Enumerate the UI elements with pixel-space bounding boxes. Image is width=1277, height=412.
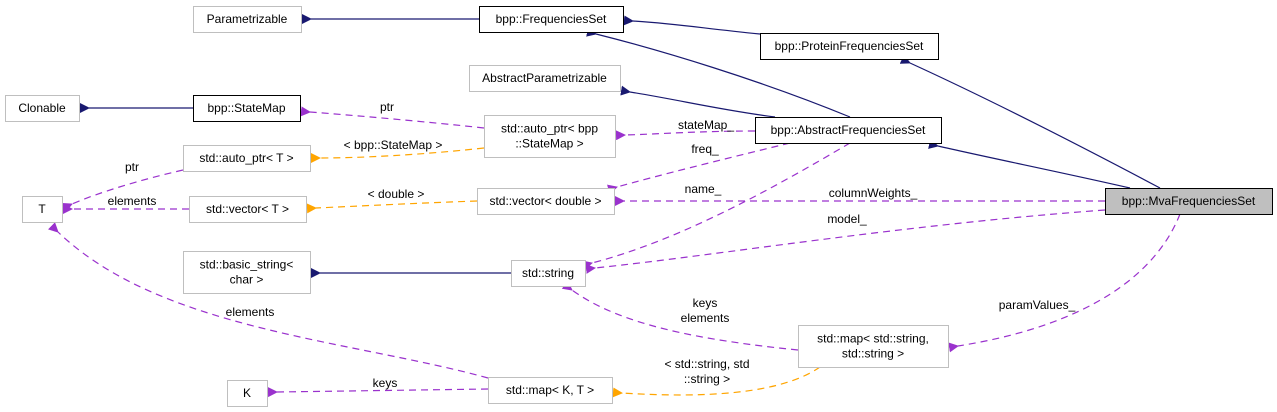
node-label: AbstractParametrizable (482, 71, 607, 85)
edge-label: stateMap_ (678, 118, 734, 132)
edge-map_kt-to-t (48, 222, 489, 379)
node-frequenciesset[interactable]: bpp::FrequenciesSet (479, 6, 624, 33)
node-box[interactable] (484, 115, 616, 158)
edge-mvafrequenciesset-to-abstractfrequenciesset (928, 139, 1131, 189)
node-box[interactable] (193, 95, 301, 122)
edge-label: name_ (685, 182, 722, 196)
node-box[interactable] (488, 377, 613, 404)
node-label: bpp::MvaFrequenciesSet (1122, 194, 1256, 208)
edge-label: ptr (125, 160, 139, 174)
node-label: std::vector< double > (489, 194, 601, 208)
node-abstractfrequenciesset[interactable]: bpp::AbstractFrequenciesSet (755, 117, 942, 144)
edge-map_string-to-map_kt (612, 366, 821, 398)
node-box[interactable] (469, 65, 621, 92)
edge-label: paramValues_ (999, 298, 1076, 312)
node-box[interactable] (755, 117, 942, 144)
node-k[interactable]: K (227, 380, 268, 407)
node-t[interactable]: T (22, 196, 63, 223)
edge-label: elements (108, 194, 157, 208)
node-autoptr_statemap[interactable]: std::auto_ptr< bpp::StateMap > (484, 115, 616, 158)
node-label: std::auto_ptr< bpp (501, 122, 598, 136)
edge-label: elements (226, 305, 275, 319)
node-label: std::map< K, T > (506, 383, 594, 397)
edge-proteinfrequenciesset-to-frequenciesset (623, 15, 761, 35)
node-statemap[interactable]: bpp::StateMap (193, 95, 301, 122)
node-label: std::string > (842, 347, 904, 361)
node-label: ::StateMap > (515, 137, 583, 151)
edge-label: < bpp::StateMap > (344, 138, 443, 152)
node-map_string[interactable]: std::map< std::string,std::string > (798, 325, 949, 368)
node-autoptr_t[interactable]: std::auto_ptr< T > (183, 145, 311, 172)
node-label: bpp::StateMap (207, 101, 285, 115)
edge-mvafrequenciesset-to-proteinfrequenciesset (899, 54, 1161, 189)
edge-label: ptr (380, 100, 394, 114)
edge-vector_double-to-vector_t (306, 200, 478, 214)
node-label: bpp::AbstractFrequenciesSet (771, 123, 926, 137)
node-label: bpp::ProteinFrequenciesSet (775, 39, 924, 53)
node-vector_double[interactable]: std::vector< double > (477, 188, 615, 215)
edge-label: model_ (827, 212, 867, 226)
edge-abstractfrequenciesset-to-string (582, 142, 851, 271)
node-parametrizable[interactable]: Parametrizable (193, 6, 302, 33)
edge-label: < std::string, std::string > (664, 357, 749, 386)
node-vector_t[interactable]: std::vector< T > (189, 196, 307, 223)
edge-abstractfrequenciesset-to-vector_double (606, 142, 791, 195)
edge-autoptr_statemap-to-statemap (300, 106, 485, 129)
node-abstractparametrizable[interactable]: AbstractParametrizable (469, 65, 621, 92)
node-box[interactable] (511, 260, 586, 287)
node-label: Parametrizable (207, 12, 288, 26)
node-map_kt[interactable]: std::map< K, T > (488, 377, 613, 404)
node-label: std::auto_ptr< T > (199, 151, 293, 165)
edge-label: freq_ (691, 142, 719, 156)
node-label: T (38, 202, 46, 216)
node-label: K (243, 386, 251, 400)
edge-label: < double > (368, 187, 425, 201)
node-box[interactable] (5, 95, 80, 122)
node-box[interactable] (22, 196, 63, 223)
node-mvafrequenciesset[interactable]: bpp::MvaFrequenciesSet (1105, 188, 1273, 215)
edge-label: keys (373, 376, 398, 390)
node-box[interactable] (1105, 188, 1273, 215)
node-label: char > (230, 273, 264, 287)
node-box[interactable] (189, 196, 307, 223)
node-box[interactable] (479, 6, 624, 33)
node-string[interactable]: std::string (511, 260, 586, 287)
node-label: std::vector< T > (206, 202, 289, 216)
node-basic_string[interactable]: std::basic_string<char > (183, 251, 311, 294)
edge-mvafrequenciesset-to-map_string (948, 213, 1181, 353)
edge-map_string-to-string (561, 280, 799, 351)
node-box[interactable] (193, 6, 302, 33)
node-clonable[interactable]: Clonable (5, 95, 80, 122)
node-label: std::map< std::string, (817, 332, 929, 346)
node-box[interactable] (760, 33, 939, 60)
edge-autoptr_t-to-t (61, 169, 184, 213)
edge-mvafrequenciesset-to-string (585, 209, 1106, 274)
edge-label: columnWeights_ (829, 186, 918, 200)
node-box[interactable] (183, 251, 311, 294)
node-label: bpp::FrequenciesSet (496, 12, 607, 26)
node-label: Clonable (18, 101, 66, 115)
edge-abstractfrequenciesset-to-abstractparametrizable (620, 85, 776, 118)
node-box[interactable] (227, 380, 268, 407)
edge-abstractfrequenciesset-to-autoptr_statemap (615, 130, 756, 141)
edge-abstractfrequenciesset-to-frequenciesset (586, 26, 851, 118)
node-box[interactable] (477, 188, 615, 215)
node-proteinfrequenciesset[interactable]: bpp::ProteinFrequenciesSet (760, 33, 939, 60)
node-box[interactable] (798, 325, 949, 368)
node-box[interactable] (183, 145, 311, 172)
node-label: std::basic_string< (200, 258, 294, 272)
edge-autoptr_statemap-to-autoptr_t (310, 147, 485, 164)
node-label: std::string (522, 266, 574, 280)
